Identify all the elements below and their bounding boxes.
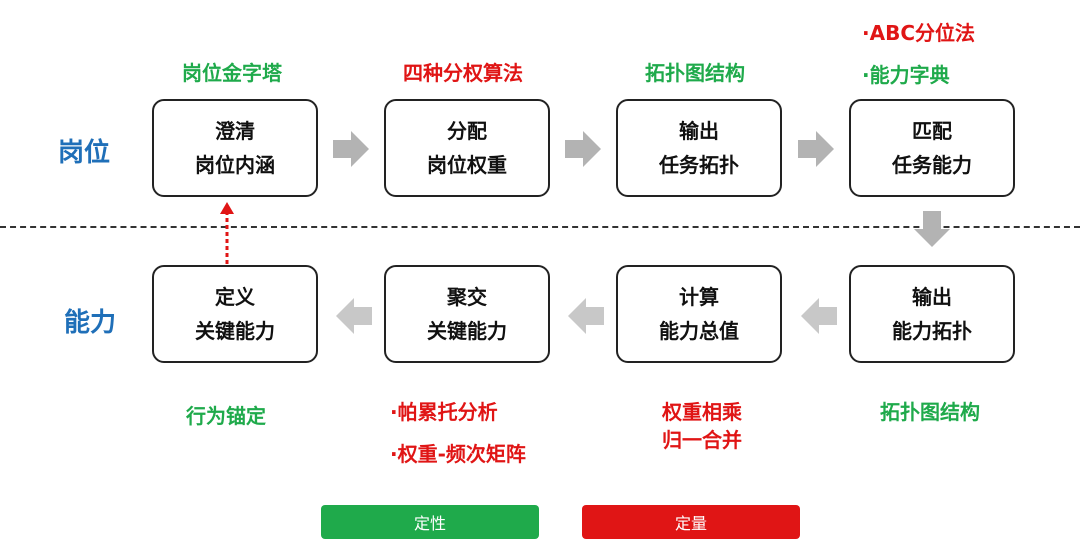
- box-line2: 能力总值: [659, 319, 739, 343]
- arrow-left-icon: [801, 298, 837, 334]
- box-line1: 聚交: [447, 285, 487, 309]
- box-line1: 澄清: [215, 119, 255, 143]
- legend-qualitative: 定性: [321, 505, 539, 539]
- box-line2: 能力拓扑: [892, 319, 972, 343]
- box-line2: 岗位权重: [427, 153, 507, 177]
- box-calculate-total: 计算 能力总值: [616, 265, 782, 363]
- arrow-down-icon: [914, 211, 950, 247]
- note-position-pyramid: 岗位金字塔: [182, 61, 282, 85]
- note-ability-dictionary: ·能力字典: [862, 63, 950, 87]
- divider-line: [0, 226, 1080, 228]
- legend-quantitative: 定量: [582, 505, 800, 539]
- box-line1: 定义: [215, 285, 255, 309]
- box-match-task-ability: 匹配 任务能力: [849, 99, 1015, 197]
- arrow-left-icon: [336, 298, 372, 334]
- box-focus-key-ability: 聚交 关键能力: [384, 265, 550, 363]
- box-assign-weight: 分配 岗位权重: [384, 99, 550, 197]
- box-line1: 匹配: [912, 119, 952, 143]
- note-weight-frequency-matrix: ·权重-频次矩阵: [390, 442, 526, 466]
- box-line2: 岗位内涵: [195, 153, 275, 177]
- box-line2: 任务拓扑: [659, 153, 739, 177]
- box-line1: 输出: [912, 285, 952, 309]
- note-abc-method: ·ABC分位法: [862, 21, 975, 45]
- box-output-ability-topology: 输出 能力拓扑: [849, 265, 1015, 363]
- box-line2: 关键能力: [427, 319, 507, 343]
- note-topology-structure-bottom: 拓扑图结构: [880, 400, 980, 424]
- dotted-up-arrow-icon: [220, 202, 234, 264]
- arrow-right-icon: [565, 131, 601, 167]
- note-behavior-anchor: 行为锚定: [186, 404, 266, 428]
- box-line2: 任务能力: [892, 153, 972, 177]
- box-clarify-position: 澄清 岗位内涵: [152, 99, 318, 197]
- note-pareto-analysis: ·帕累托分析: [390, 400, 498, 424]
- note-weight-multiply: 权重相乘: [662, 400, 742, 424]
- arrow-right-icon: [333, 131, 369, 167]
- row-label-position: 岗位: [58, 138, 111, 168]
- box-line2: 关键能力: [195, 319, 275, 343]
- note-normalize-merge: 归一合并: [662, 428, 742, 452]
- note-four-algorithms: 四种分权算法: [403, 61, 523, 85]
- box-output-task-topology: 输出 任务拓扑: [616, 99, 782, 197]
- box-define-key-ability: 定义 关键能力: [152, 265, 318, 363]
- box-line1: 计算: [679, 285, 719, 309]
- arrow-right-icon: [798, 131, 834, 167]
- box-line1: 输出: [679, 119, 719, 143]
- box-line1: 分配: [447, 119, 487, 143]
- arrow-left-icon: [568, 298, 604, 334]
- row-label-ability: 能力: [64, 308, 117, 338]
- note-topology-structure-top: 拓扑图结构: [645, 61, 745, 85]
